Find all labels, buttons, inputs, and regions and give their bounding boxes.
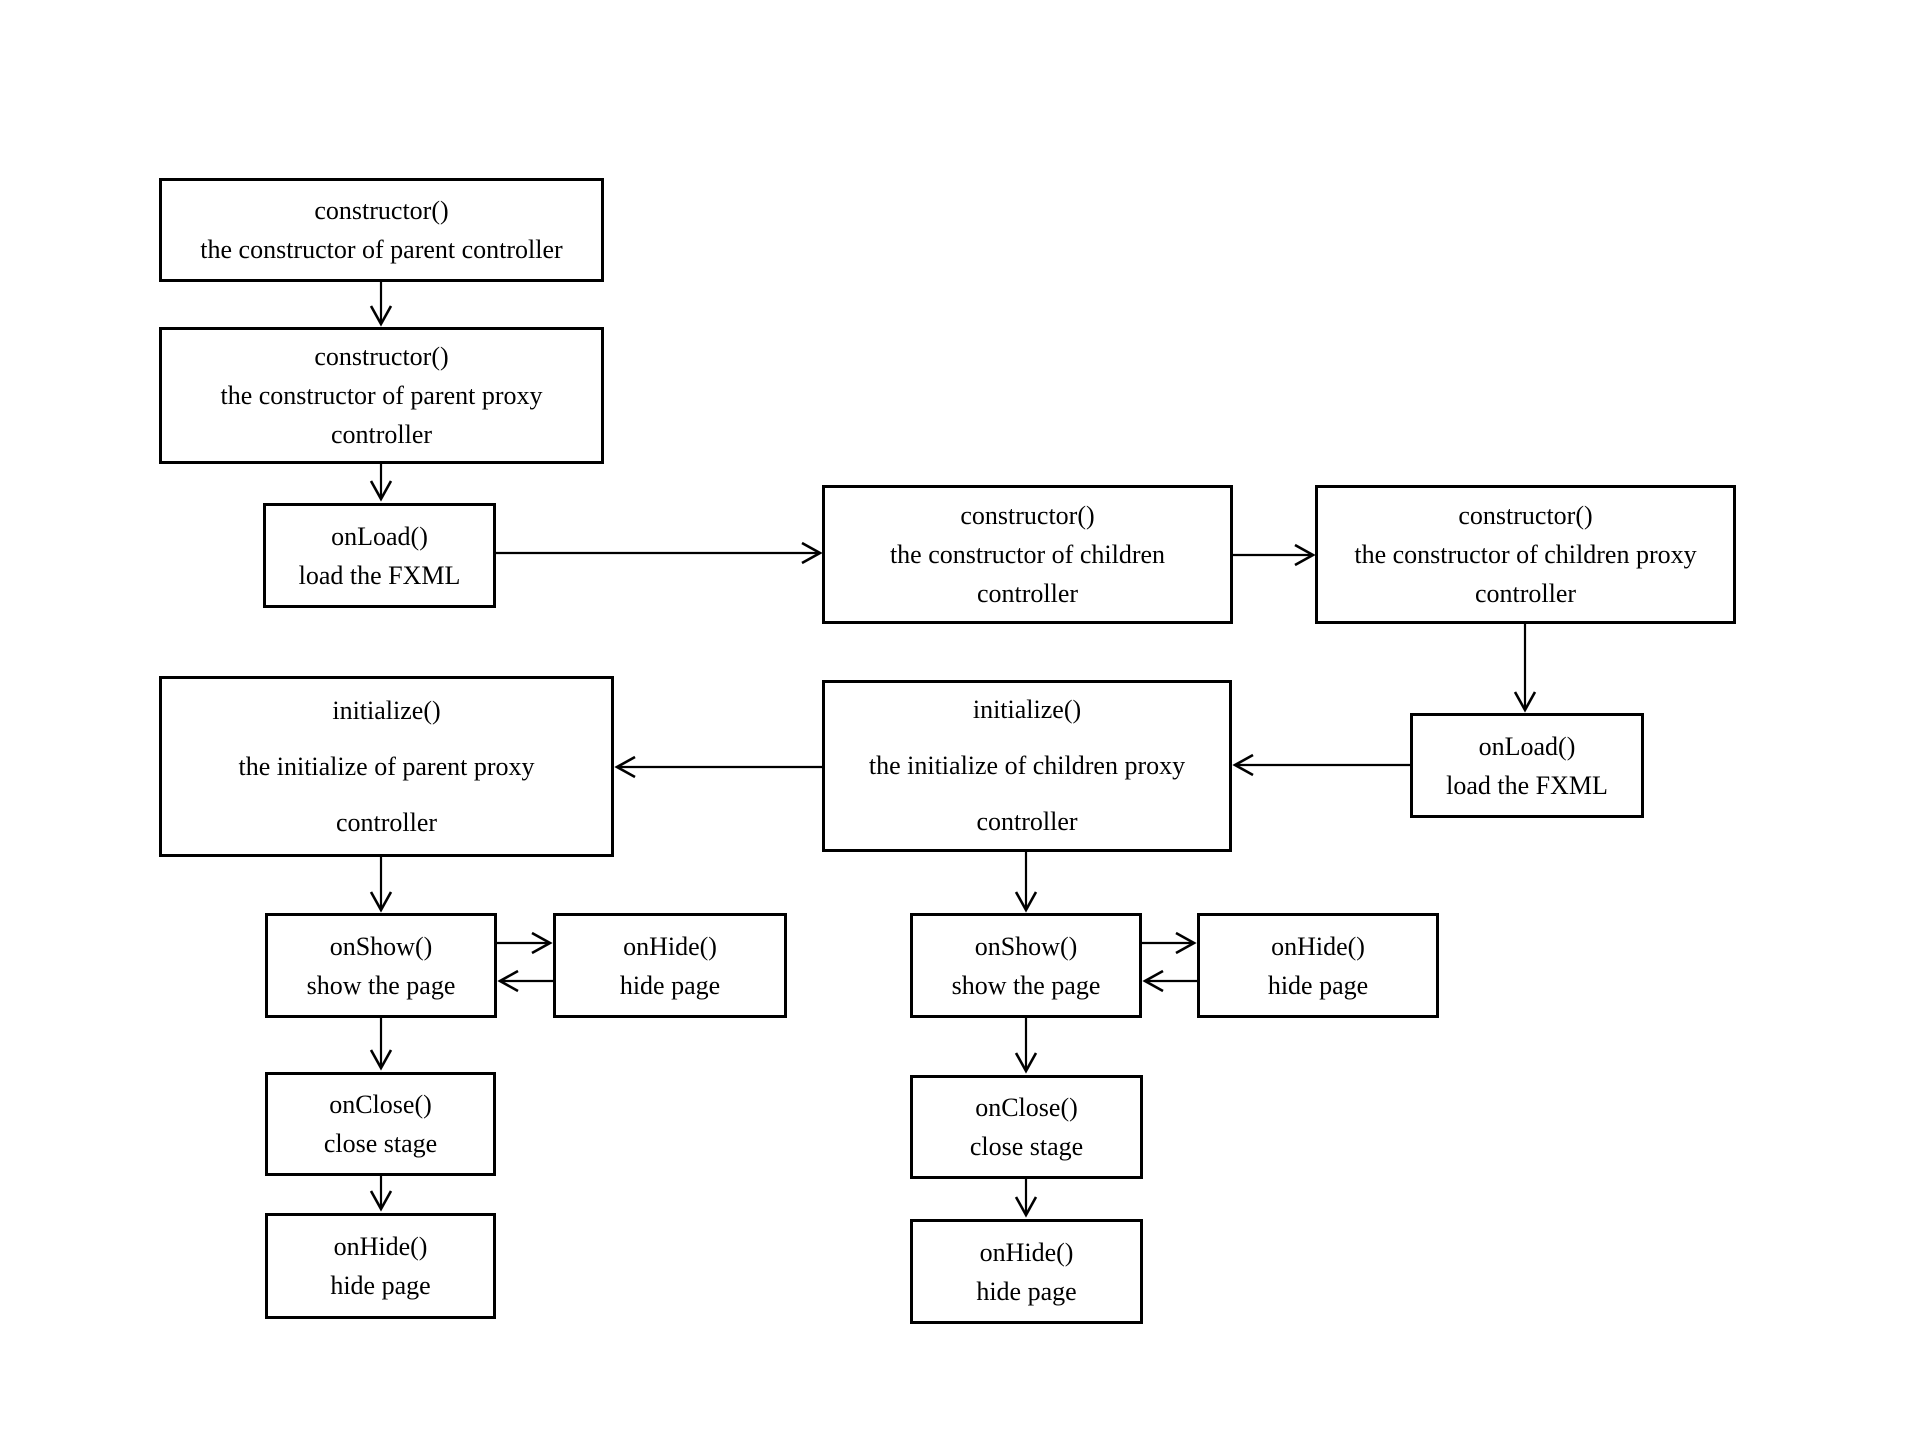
box-line: show the page bbox=[306, 970, 456, 1000]
box-line: close stage bbox=[969, 1132, 1084, 1161]
box-line: show the page bbox=[951, 970, 1101, 1000]
box-line: the constructor of children proxy bbox=[1354, 540, 1697, 569]
box-line: hide page bbox=[976, 1276, 1077, 1306]
box-line: constructor() bbox=[960, 501, 1095, 530]
box-line: load the FXML bbox=[298, 560, 461, 590]
box-line: onHide() bbox=[333, 1232, 428, 1261]
box-line: onClose() bbox=[975, 1093, 1078, 1122]
box-line: onHide() bbox=[623, 931, 717, 961]
parent-onhide-side-box: onHide() hide page bbox=[553, 913, 787, 1018]
box-line: controller bbox=[330, 420, 433, 449]
box-line: constructor() bbox=[1458, 501, 1593, 530]
box-line: hide page bbox=[1267, 970, 1369, 1000]
box-line: onClose() bbox=[329, 1090, 432, 1119]
parent-onclose-box: onClose() close stage bbox=[265, 1072, 496, 1176]
box-line: onShow() bbox=[974, 931, 1078, 961]
box-line: controller bbox=[976, 579, 1079, 608]
box-line: load the FXML bbox=[1446, 770, 1608, 800]
children-onclose-box: onClose() close stage bbox=[910, 1075, 1143, 1179]
children-initialize-box: initialize() the initialize of children … bbox=[822, 680, 1232, 852]
box-line: onLoad() bbox=[1478, 731, 1576, 761]
parent-onload-box: onLoad() load the FXML bbox=[263, 503, 496, 608]
box-line: initialize() bbox=[332, 695, 441, 725]
parent-proxy-constructor-box: constructor() the constructor of parent … bbox=[159, 327, 604, 464]
box-line: controller bbox=[976, 807, 1078, 836]
box-line: hide page bbox=[330, 1271, 431, 1300]
box-line: constructor() bbox=[314, 342, 449, 371]
parent-onshow-box: onShow() show the page bbox=[265, 913, 497, 1018]
children-constructor-box: constructor() the constructor of childre… bbox=[822, 485, 1233, 624]
parent-initialize-box: initialize() the initialize of parent pr… bbox=[159, 676, 614, 857]
box-line: controller bbox=[1474, 579, 1577, 608]
box-line: the constructor of children bbox=[889, 540, 1166, 569]
box-line: the initialize of parent proxy bbox=[238, 751, 535, 781]
box-line: close stage bbox=[323, 1129, 438, 1158]
box-line: onLoad() bbox=[331, 521, 428, 551]
box-line: onHide() bbox=[979, 1237, 1074, 1267]
box-line: the constructor of parent controller bbox=[200, 235, 563, 264]
children-onhide-side-box: onHide() hide page bbox=[1197, 913, 1439, 1018]
box-line: onHide() bbox=[1271, 931, 1365, 961]
box-line: initialize() bbox=[972, 695, 1082, 724]
box-line: constructor() bbox=[314, 196, 449, 225]
parent-onhide-end-box: onHide() hide page bbox=[265, 1213, 496, 1319]
box-line: onShow() bbox=[329, 931, 433, 961]
box-line: controller bbox=[335, 807, 438, 837]
children-onload-box: onLoad() load the FXML bbox=[1410, 713, 1644, 818]
children-onhide-end-box: onHide() hide page bbox=[910, 1219, 1143, 1324]
parent-constructor-box: constructor() the constructor of parent … bbox=[159, 178, 604, 282]
children-onshow-box: onShow() show the page bbox=[910, 913, 1142, 1018]
box-line: hide page bbox=[619, 970, 721, 1000]
children-proxy-constructor-box: constructor() the constructor of childre… bbox=[1315, 485, 1736, 624]
box-line: the constructor of parent proxy bbox=[220, 381, 543, 410]
box-line: the initialize of children proxy bbox=[868, 751, 1186, 780]
